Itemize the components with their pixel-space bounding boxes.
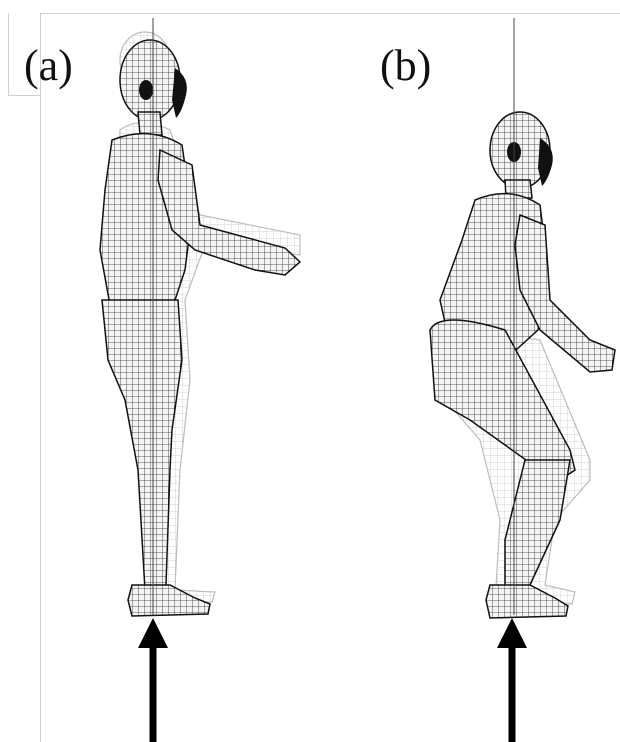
figure-a-ear [139,80,153,100]
figure-b-squatting [430,18,615,742]
figure-b-mesh [430,112,615,618]
figure-b-arrow-head [497,618,527,648]
figure-a-arrow-head [138,618,168,648]
figure-a-standing [100,18,300,742]
